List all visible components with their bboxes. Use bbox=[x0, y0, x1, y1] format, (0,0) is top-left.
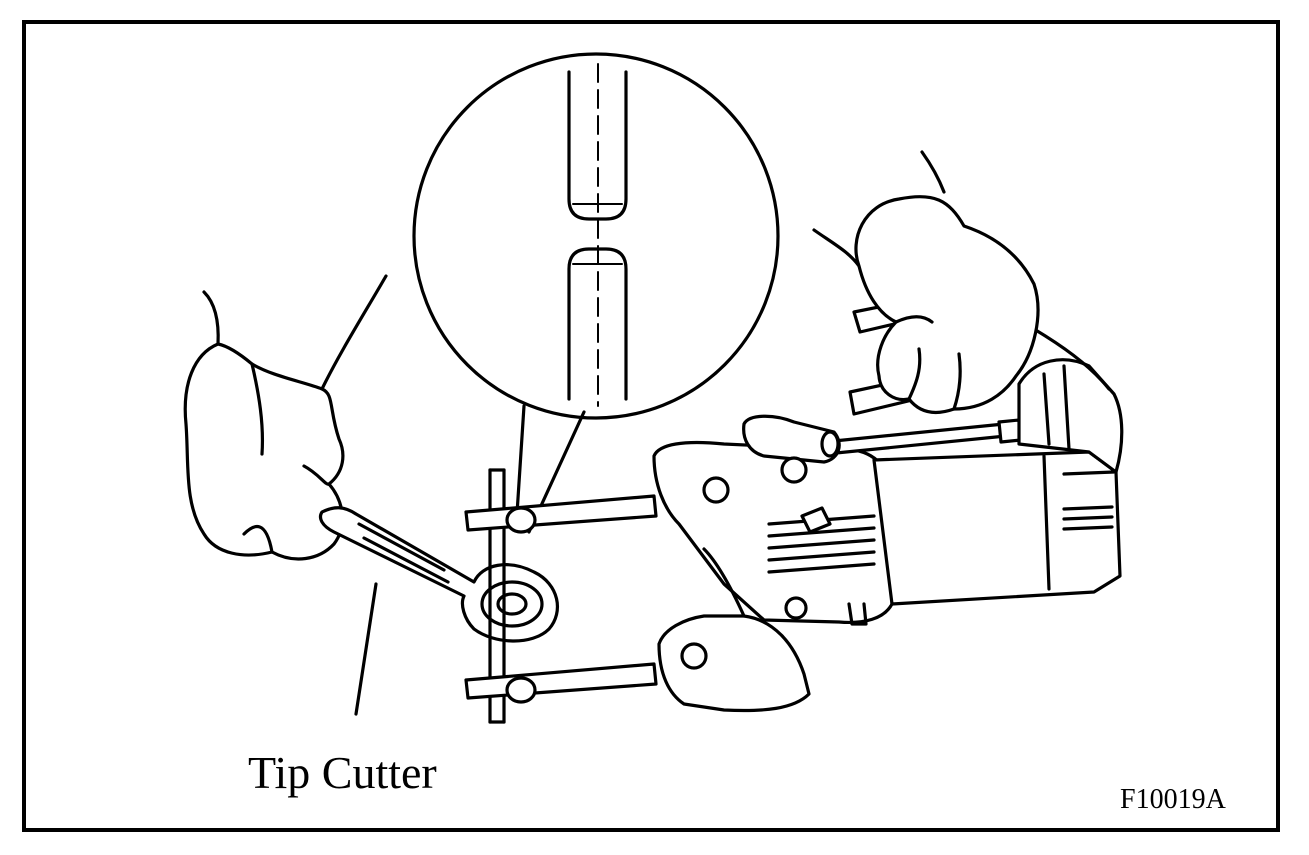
electrode-posts bbox=[464, 468, 658, 724]
spot-welder-gun-body bbox=[652, 327, 1124, 713]
tip-cutter-label: Tip Cutter bbox=[248, 747, 437, 798]
figure-code-label: F10019A bbox=[1120, 784, 1226, 815]
figure-frame: Tip Cutter F10019A bbox=[22, 20, 1280, 832]
spot-welder-illustration bbox=[183, 52, 1124, 724]
right-hand bbox=[812, 150, 1040, 416]
left-hand bbox=[183, 274, 388, 561]
tip-cutter-wrench bbox=[318, 506, 559, 716]
magnified-detail-view bbox=[412, 52, 780, 534]
